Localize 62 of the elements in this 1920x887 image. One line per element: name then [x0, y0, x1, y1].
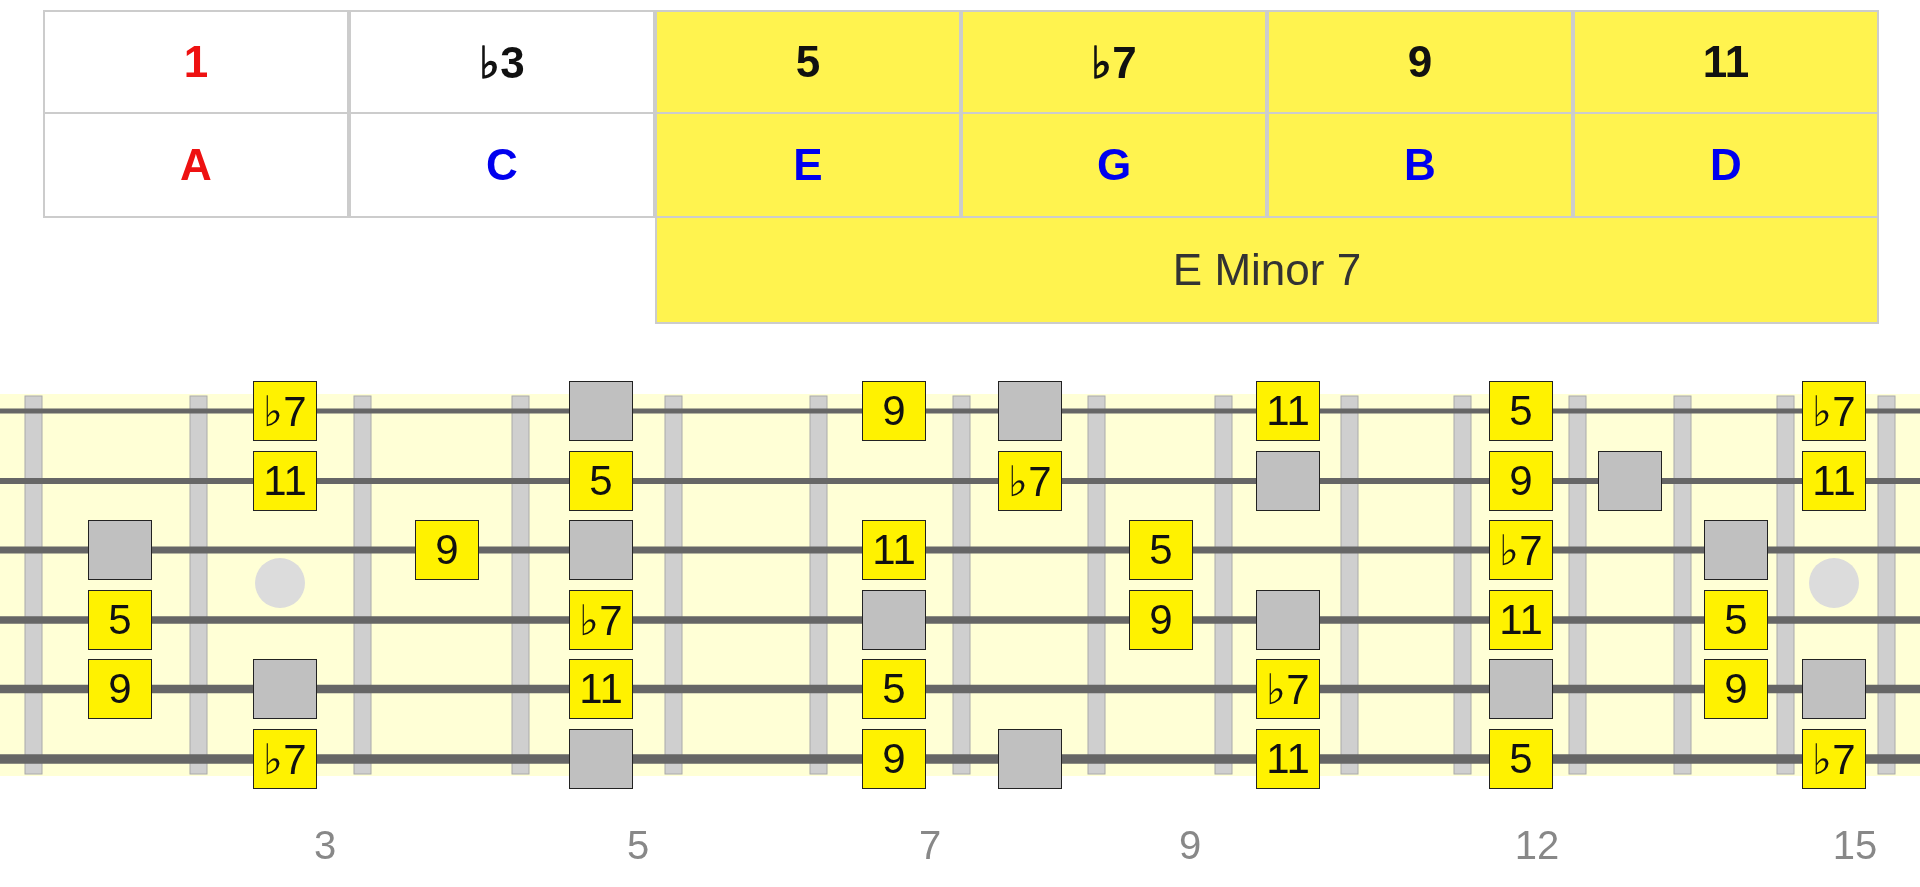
note-name-cell: B — [1267, 112, 1573, 218]
note-marker — [1256, 451, 1320, 511]
interval-marker: 9 — [1704, 659, 1768, 719]
fret-number: 12 — [1513, 823, 1561, 868]
note-marker — [1802, 659, 1866, 719]
note-marker — [569, 381, 633, 441]
interval-marker: 11 — [862, 520, 926, 580]
interval-marker: 9 — [88, 659, 152, 719]
interval-marker: 9 — [415, 520, 479, 580]
note-name-cell: G — [961, 112, 1267, 218]
note-name-cell: A — [43, 112, 349, 218]
interval-marker: 5 — [1489, 381, 1553, 441]
interval-marker: 5 — [862, 659, 926, 719]
fret-number: 3 — [312, 823, 338, 868]
chord-name-cell: E Minor 7 — [655, 216, 1879, 324]
note-name-cell: E — [655, 112, 961, 218]
interval-cell: ♭3 — [349, 10, 655, 114]
fret-number: 15 — [1831, 823, 1879, 868]
interval-marker: 5 — [1704, 590, 1768, 650]
interval-marker: ♭7 — [998, 451, 1062, 511]
interval-marker: 11 — [253, 451, 317, 511]
interval-marker: ♭7 — [569, 590, 633, 650]
note-marker — [998, 381, 1062, 441]
note-name-cell: C — [349, 112, 655, 218]
interval-marker: 9 — [1489, 451, 1553, 511]
interval-marker: ♭7 — [1256, 659, 1320, 719]
fret-number: 5 — [625, 823, 651, 868]
note-name-cell: D — [1573, 112, 1879, 218]
interval-cell: ♭7 — [961, 10, 1267, 114]
interval-marker: 5 — [1129, 520, 1193, 580]
interval-marker: ♭7 — [253, 729, 317, 789]
interval-marker: 5 — [569, 451, 633, 511]
interval-marker: 11 — [1489, 590, 1553, 650]
interval-marker: ♭7 — [1802, 381, 1866, 441]
note-marker — [569, 520, 633, 580]
note-marker — [998, 729, 1062, 789]
note-marker — [1489, 659, 1553, 719]
interval-marker: ♭7 — [253, 381, 317, 441]
interval-cell: 11 — [1573, 10, 1879, 114]
note-marker — [862, 590, 926, 650]
interval-marker: ♭7 — [1802, 729, 1866, 789]
note-marker — [569, 729, 633, 789]
interval-marker: ♭7 — [1489, 520, 1553, 580]
interval-marker: 9 — [862, 381, 926, 441]
fret-number: 9 — [1177, 823, 1203, 868]
note-marker — [1598, 451, 1662, 511]
interval-marker: 11 — [569, 659, 633, 719]
interval-cell: 5 — [655, 10, 961, 114]
interval-marker: 11 — [1802, 451, 1866, 511]
interval-marker: 5 — [1489, 729, 1553, 789]
note-marker — [253, 659, 317, 719]
interval-marker: 11 — [1256, 381, 1320, 441]
interval-cell: 1 — [43, 10, 349, 114]
interval-marker: 9 — [862, 729, 926, 789]
interval-marker: 9 — [1129, 590, 1193, 650]
note-marker — [1704, 520, 1768, 580]
note-marker — [88, 520, 152, 580]
note-marker — [1256, 590, 1320, 650]
interval-marker: 11 — [1256, 729, 1320, 789]
fret-number: 7 — [917, 823, 943, 868]
interval-marker: 5 — [88, 590, 152, 650]
interval-cell: 9 — [1267, 10, 1573, 114]
